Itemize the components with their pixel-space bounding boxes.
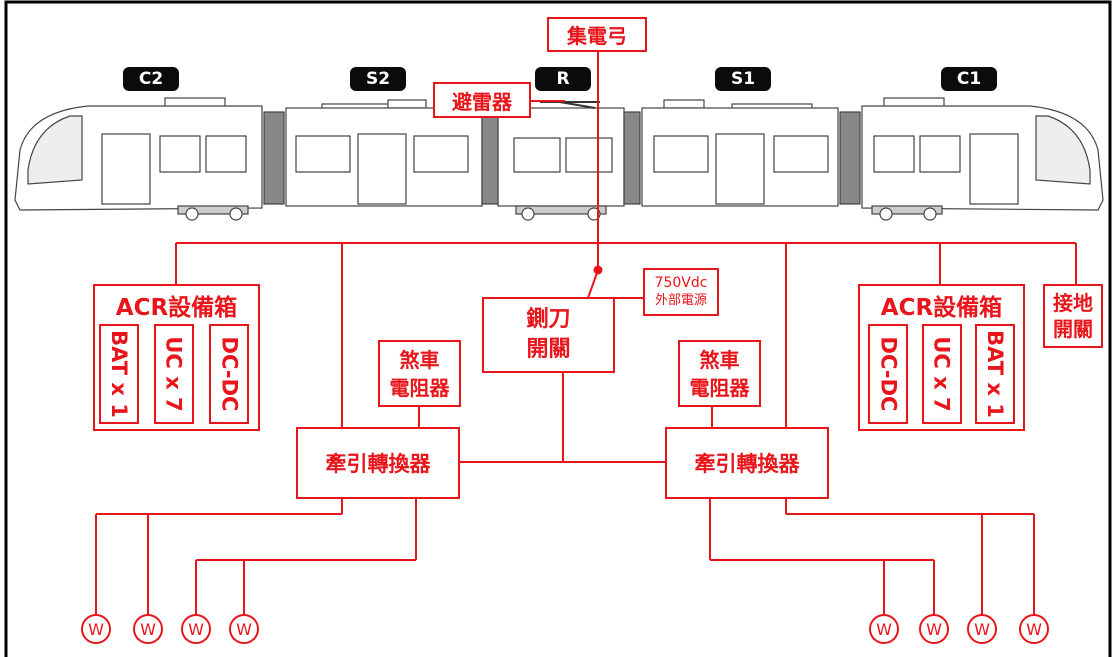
car-label-s2: S2: [350, 67, 406, 91]
external-power-label: 外部電源: [654, 293, 707, 308]
acr-right-dcdc: DC-DC: [868, 324, 908, 424]
motor-w-3: W: [181, 614, 211, 644]
traction-converter-left: 牽引轉換器: [296, 427, 460, 499]
ground-switch-box: 接地 開關: [1043, 284, 1103, 348]
acr-left-uc: UC x 7: [154, 324, 194, 424]
lightning-arrester-box: 避雷器: [433, 82, 531, 118]
acr-right-bat: BAT x 1: [975, 324, 1015, 424]
knife-switch-box: 鍘刀 開關: [482, 297, 615, 373]
car-label-c2: C2: [123, 67, 179, 91]
motor-w-4: W: [229, 614, 259, 644]
motor-w-1: W: [81, 614, 111, 644]
traction-converter-right: 牽引轉換器: [665, 427, 829, 499]
pantograph-box: 集電弓: [547, 17, 647, 52]
motor-w-5: W: [869, 614, 899, 644]
acr-left-dcdc: DC-DC: [209, 324, 249, 424]
acr-right-uc: UC x 7: [922, 324, 962, 424]
acr-box-left: [93, 284, 260, 431]
outer-frame: [4, 0, 1112, 657]
motor-w-8: W: [1019, 614, 1049, 644]
car-label-c1: C1: [941, 67, 997, 91]
car-label-s1: S1: [715, 67, 771, 91]
acr-left-title: ACR設備箱: [115, 295, 238, 321]
car-label-r: R: [535, 67, 591, 91]
external-power-box: 750Vdc 外部電源: [643, 268, 719, 316]
motor-w-6: W: [919, 614, 949, 644]
brake-resistor-right: 煞車 電阻器: [678, 340, 761, 407]
acr-right-title: ACR設備箱: [880, 295, 1003, 321]
brake-resistor-left: 煞車 電阻器: [378, 340, 461, 407]
external-power-voltage: 750Vdc: [654, 275, 708, 291]
wiring: [95, 50, 1077, 618]
tram-drawing: [14, 97, 1104, 221]
motor-w-7: W: [967, 614, 997, 644]
acr-box-right: [858, 284, 1025, 431]
motor-w-2: W: [133, 614, 163, 644]
acr-left-bat: BAT x 1: [99, 324, 139, 424]
